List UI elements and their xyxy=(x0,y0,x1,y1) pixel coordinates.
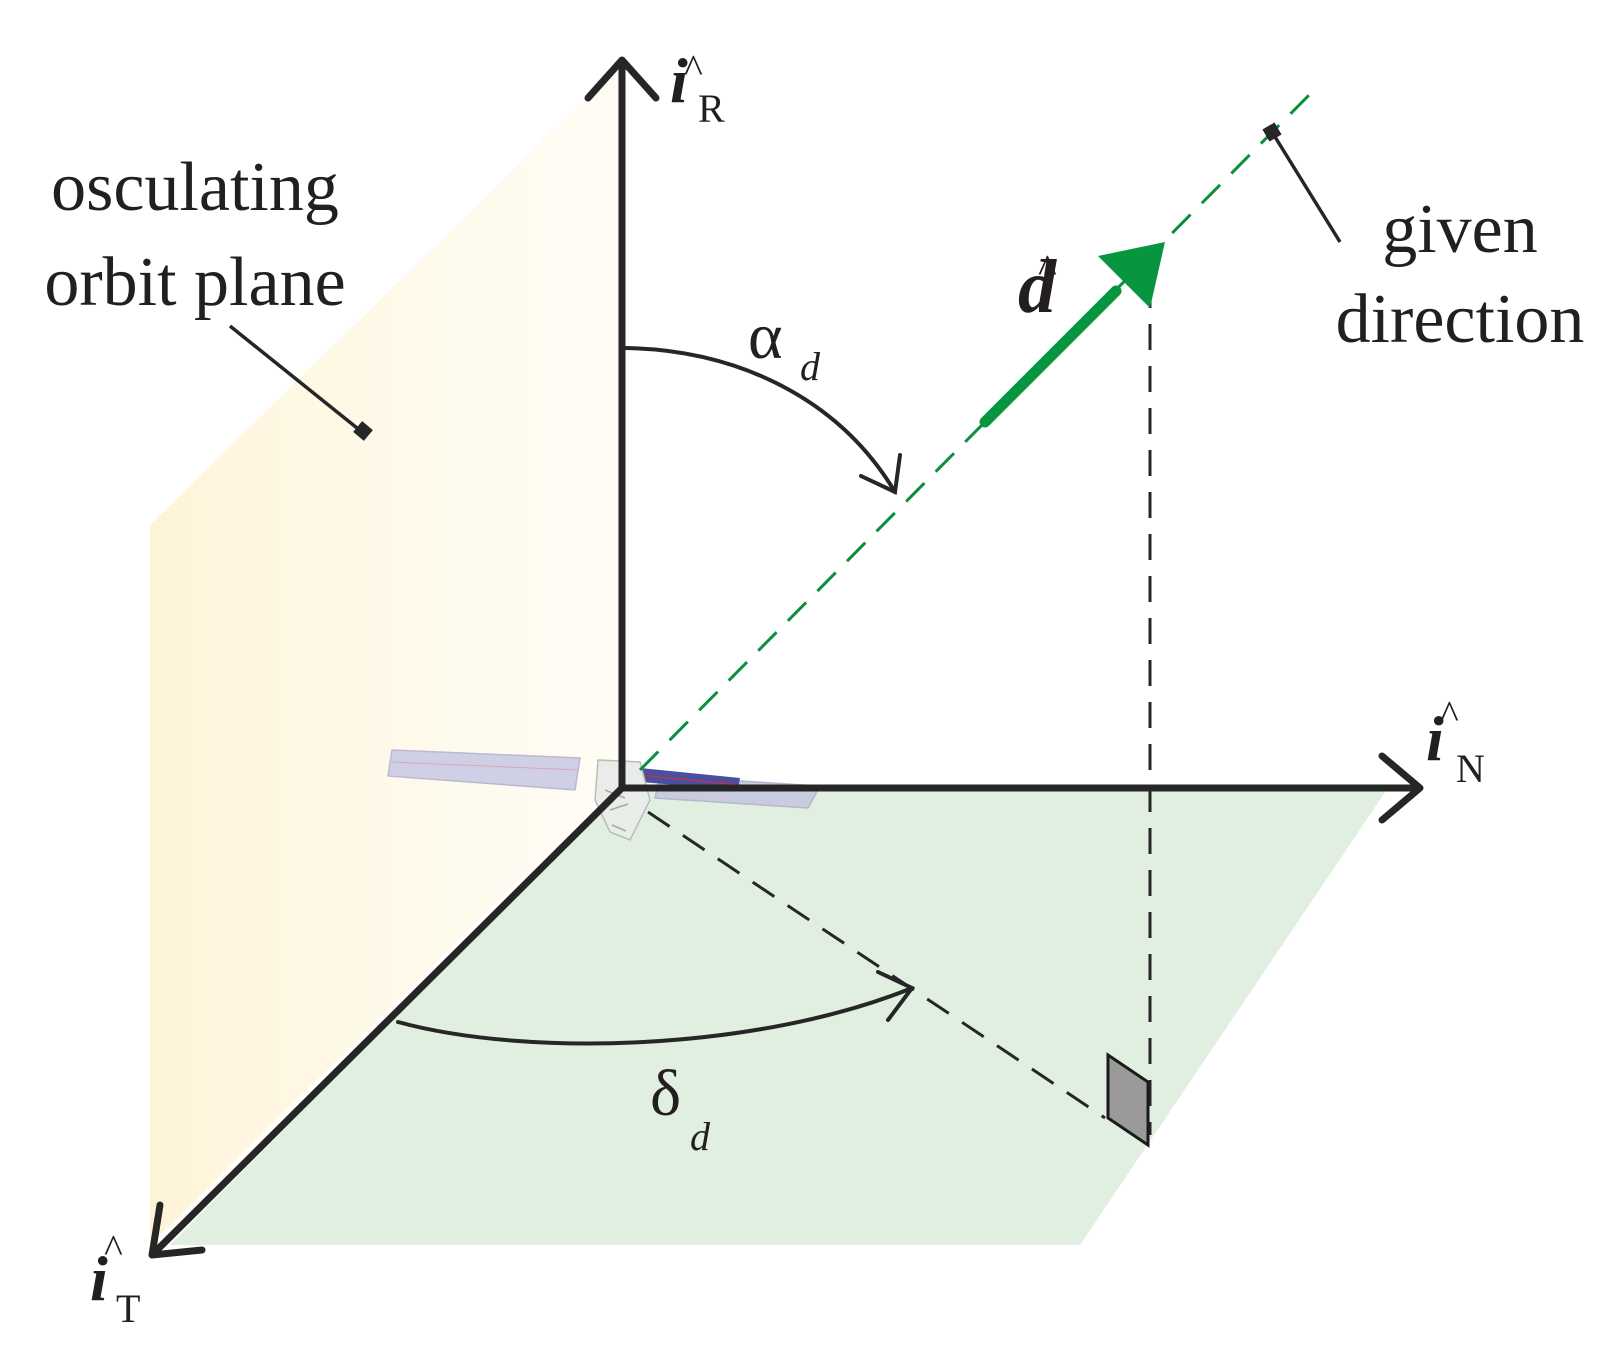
horizontal-plane xyxy=(170,788,1388,1245)
delta-subscript: d xyxy=(690,1114,711,1159)
given-direction-label-line1: given xyxy=(1382,191,1538,268)
alpha-arc-arrowhead xyxy=(859,453,902,495)
vector-d-hat: ^ xyxy=(1038,246,1057,291)
given-direction-leader-tip xyxy=(1262,122,1282,142)
unit-vector-arrowhead xyxy=(1098,242,1165,308)
orbit-plane-label-line1: osculating xyxy=(51,149,339,226)
axis-r-label: i xyxy=(670,45,688,116)
delta-label: δ xyxy=(650,1057,681,1130)
orbit-plane xyxy=(150,65,620,1245)
axis-r-arrowhead xyxy=(584,56,660,102)
right-angle-marker xyxy=(1106,1052,1150,1148)
axis-t-label: i xyxy=(90,1243,108,1314)
axis-r-subscript: R xyxy=(698,86,725,131)
orbit-plane-leader-tip xyxy=(353,421,373,441)
axis-t-arrowhead xyxy=(148,1201,206,1259)
alpha-subscript: d xyxy=(800,344,821,389)
unit-vector-shaft xyxy=(979,285,1122,428)
axis-t-line xyxy=(150,784,626,1257)
given-direction-label-line2: direction xyxy=(1336,281,1585,358)
satellite-icon xyxy=(387,749,822,841)
axis-r-hat: ^ xyxy=(684,46,703,91)
orbit-plane-leader xyxy=(228,324,364,434)
orbit-plane-label-line2: orbit plane xyxy=(44,244,345,321)
delta-arc xyxy=(396,986,914,1046)
axis-n-arrowhead xyxy=(1378,752,1424,824)
axis-n-hat: ^ xyxy=(1440,692,1459,737)
delta-arc-arrowhead xyxy=(876,970,916,1022)
alpha-arc xyxy=(623,346,897,494)
given-direction-line xyxy=(638,84,1320,772)
axis-t-hat: ^ xyxy=(104,1226,123,1271)
given-direction-leader xyxy=(1270,131,1342,243)
axis-n-subscript: N xyxy=(1456,746,1485,791)
vector-d-label: d xyxy=(1018,245,1057,329)
alpha-label: α xyxy=(748,300,783,373)
projection-line xyxy=(647,810,1106,1120)
axis-n-label: i xyxy=(1426,703,1444,774)
axis-t-subscript: T xyxy=(116,1286,140,1331)
